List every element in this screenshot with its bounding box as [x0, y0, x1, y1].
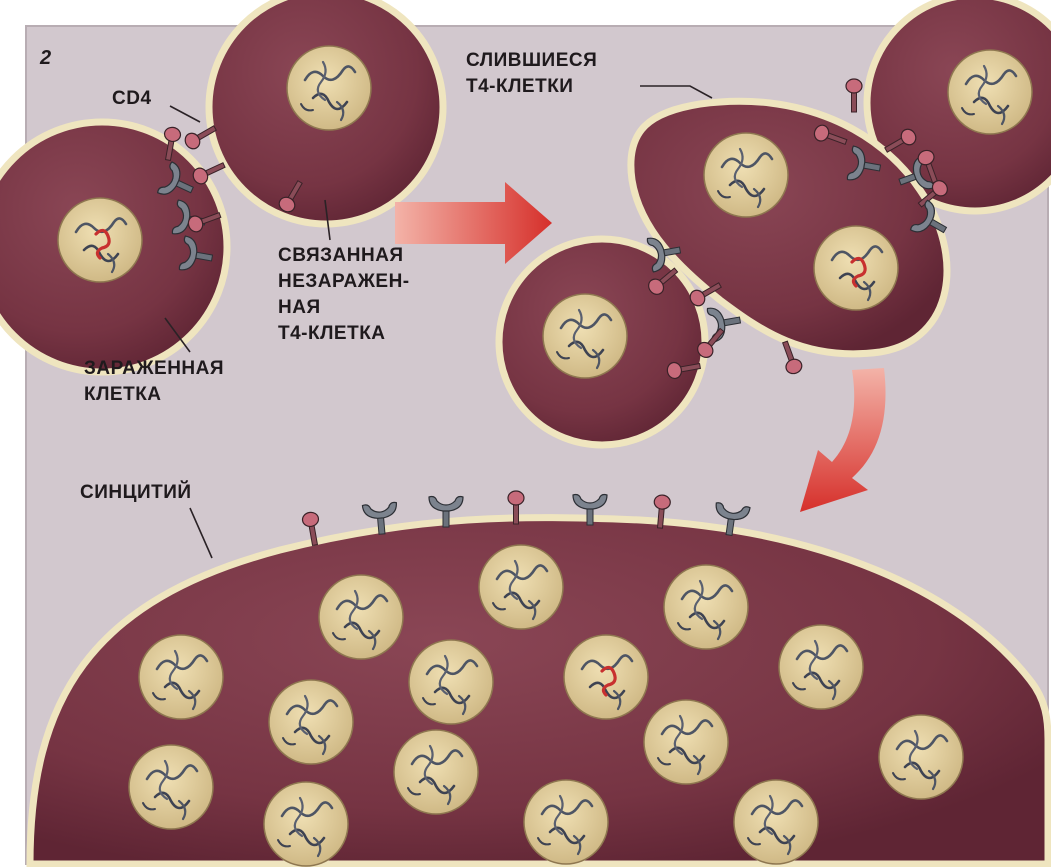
svg-text:СЛИВШИЕСЯ: СЛИВШИЕСЯ [466, 50, 597, 71]
bound-uninfected-t4-cell [209, 0, 443, 224]
svg-text:ЗАРАЖЕННАЯ: ЗАРАЖЕННАЯ [84, 358, 224, 379]
svg-text:КЛЕТКА: КЛЕТКА [84, 384, 162, 405]
panel-number: 2 [39, 47, 52, 69]
svg-text:Т4-КЛЕТКИ: Т4-КЛЕТКИ [466, 76, 573, 97]
syncytium-label: СИНЦИТИЙ [80, 481, 192, 503]
svg-text:Т4-КЛЕТКА: Т4-КЛЕТКА [278, 323, 386, 344]
svg-text:СВЯЗАННАЯ: СВЯЗАННАЯ [278, 245, 404, 266]
svg-text:НЕЗАРАЖЕН-: НЕЗАРАЖЕН- [278, 271, 410, 292]
svg-text:НАЯ: НАЯ [278, 297, 321, 318]
cd4-label: CD4 [112, 88, 152, 109]
